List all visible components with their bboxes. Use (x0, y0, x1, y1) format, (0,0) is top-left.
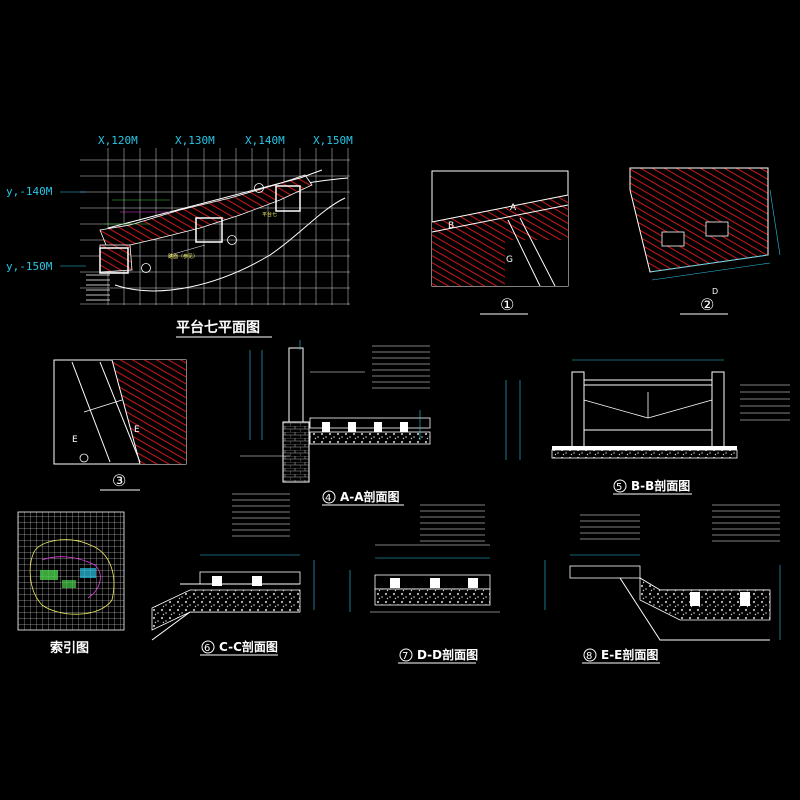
detail-3-cut-e-left: E (72, 435, 78, 445)
plan-x-label-3: X,140M (245, 134, 285, 147)
detail-box-3 (99, 247, 129, 274)
detail-3-marker: ③ (112, 471, 126, 490)
section-dd-title: D-D剖面图 (417, 647, 478, 662)
detail-1: B A G ① (431, 170, 569, 315)
detail-2-cut-d: D (712, 287, 718, 296)
section-aa: 4 A-A剖面图 (240, 340, 431, 506)
plan-view: 路面（参见） 平台七 X,120M X,130M X,140M X,150M y… (6, 134, 353, 338)
plan-x-label-1: X,120M (98, 134, 138, 147)
detail-2-marker: ② (700, 295, 714, 314)
section-aa-number: 4 (325, 493, 331, 504)
detail-1-cut-g: G (506, 255, 513, 265)
section-aa-title: A-A剖面图 (340, 489, 400, 504)
section-bb: 5 B-B剖面图 (505, 359, 790, 495)
detail-1-cut-a: A (510, 203, 517, 213)
plan-x-label-2: X,130M (175, 134, 215, 147)
detail-3-cut-e-right: E (134, 425, 140, 435)
detail-3: E E ③ (53, 359, 187, 491)
plan-note-stairs: 路面（参见） (168, 253, 198, 260)
plan-x-label-4: X,150M (313, 134, 353, 147)
index-map: 索引图 (17, 511, 125, 656)
index-map-title: 索引图 (50, 640, 89, 656)
plan-y-label-1: y,-140M (6, 185, 53, 198)
section-dd: 7 D-D剖面图 (349, 504, 500, 664)
section-ee: 8 E-E剖面图 (544, 504, 781, 664)
section-cc-number: 6 (204, 643, 210, 654)
detail-box-1 (275, 185, 301, 212)
plan-y-label-2: y,-150M (6, 260, 53, 273)
section-cc-title: C-C剖面图 (219, 639, 278, 654)
detail-1-marker: ① (500, 295, 514, 314)
section-bb-title: B-B剖面图 (631, 478, 690, 493)
detail-box-2 (195, 217, 223, 243)
section-ee-number: 8 (586, 651, 592, 662)
plan-note-platform: 平台七 (262, 211, 277, 218)
section-ee-title: E-E剖面图 (601, 647, 658, 662)
detail-2: D ② (629, 167, 781, 315)
plan-title: 平台七平面图 (176, 319, 260, 336)
section-bb-number: 5 (616, 482, 622, 493)
detail-1-cut-b: B (448, 221, 454, 231)
section-dd-number: 7 (402, 651, 408, 662)
section-cc: 6 C-C剖面图 (151, 493, 315, 656)
